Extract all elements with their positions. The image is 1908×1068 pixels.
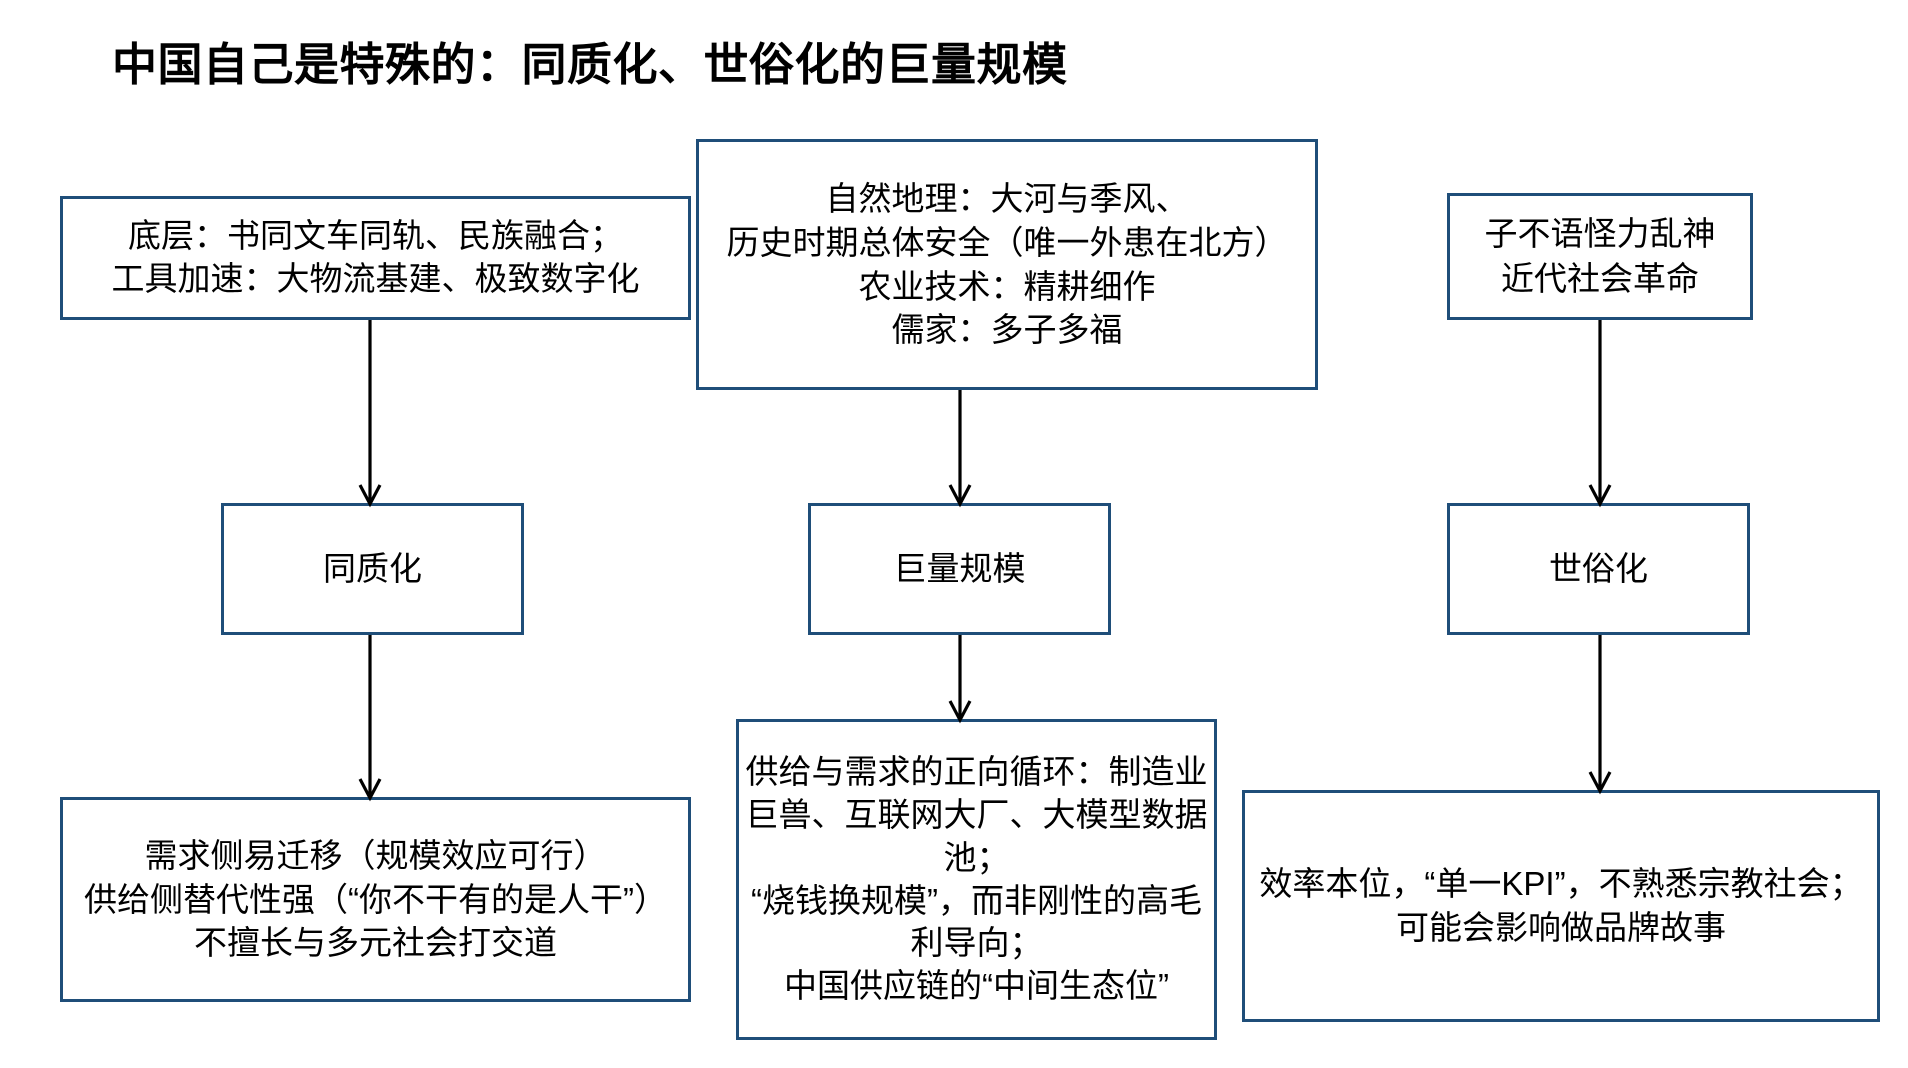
- node-geography[interactable]: 自然地理：大河与季风、 历史时期总体安全（唯一外患在北方） 农业技术：精耕细作 …: [696, 139, 1318, 390]
- node-secularization[interactable]: 世俗化: [1447, 503, 1750, 635]
- node-huge-scale-effects-text: 供给与需求的正向循环：制造业巨兽、互联网大厂、大模型数据池； “烧钱换规模”，而…: [745, 752, 1208, 1005]
- arrow-huge-scale-to-effects-icon: [948, 635, 972, 724]
- node-secularization-effects[interactable]: 效率本位，“单一KPI”，不熟悉宗教社会； 可能会影响做品牌故事: [1242, 790, 1880, 1022]
- node-homogenization-effects-text: 需求侧易迁移（规模效应可行） 供给侧替代性强（“你不干有的是人干”） 不擅长与多…: [84, 836, 667, 962]
- node-secular-roots-text: 子不语怪力乱神 近代社会革命: [1484, 214, 1716, 297]
- node-homogenization-effects[interactable]: 需求侧易迁移（规模效应可行） 供给侧替代性强（“你不干有的是人干”） 不擅长与多…: [60, 797, 691, 1002]
- node-huge-scale-effects[interactable]: 供给与需求的正向循环：制造业巨兽、互联网大厂、大模型数据池； “烧钱换规模”，而…: [736, 719, 1217, 1040]
- arrow-secular-roots-to-secularization-icon: [1588, 320, 1612, 508]
- node-secularization-effects-text: 效率本位，“单一KPI”，不熟悉宗教社会； 可能会影响做品牌故事: [1259, 865, 1863, 946]
- arrow-homogenization-to-effects-icon: [358, 635, 382, 802]
- page-title: 中国自己是特殊的：同质化、世俗化的巨量规模: [112, 39, 1068, 90]
- node-secular-roots[interactable]: 子不语怪力乱神 近代社会革命: [1447, 193, 1753, 320]
- arrow-geography-to-huge-scale-icon: [948, 390, 972, 508]
- arrow-secularization-to-effects-icon: [1588, 635, 1612, 795]
- node-homogenization[interactable]: 同质化: [221, 503, 524, 635]
- node-foundation-text: 底层：书同文车同轨、民族融合； 工具加速：大物流基建、极致数字化: [111, 217, 640, 297]
- node-huge-scale-text: 巨量规模: [893, 550, 1026, 588]
- arrow-foundation-to-homogenization-icon: [358, 320, 382, 508]
- node-huge-scale[interactable]: 巨量规模: [808, 503, 1111, 635]
- node-homogenization-text: 同质化: [323, 550, 422, 588]
- node-secularization-text: 世俗化: [1549, 550, 1648, 588]
- node-foundation[interactable]: 底层：书同文车同轨、民族融合； 工具加速：大物流基建、极致数字化: [60, 196, 691, 320]
- node-geography-text: 自然地理：大河与季风、 历史时期总体安全（唯一外患在北方） 农业技术：精耕细作 …: [726, 179, 1288, 349]
